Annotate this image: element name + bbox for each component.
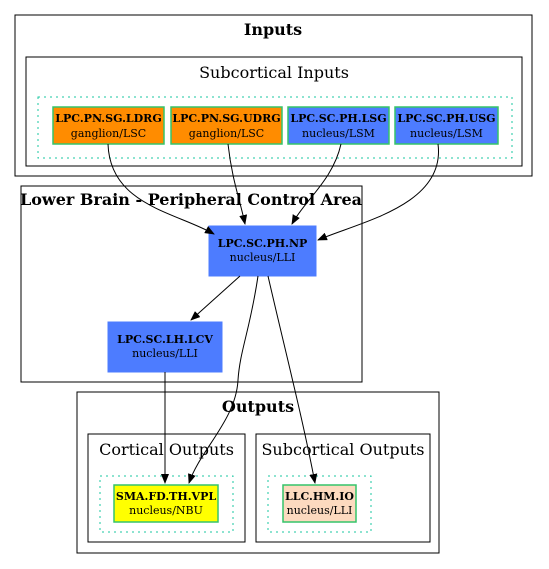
node-lcv[interactable]: LPC.SC.LH.LCV nucleus/LLI xyxy=(107,321,223,373)
dotted-group-subcortical-outputs xyxy=(267,475,372,533)
cluster-subcortical-outputs-label: Subcortical Outputs xyxy=(261,440,424,459)
cluster-cortical-outputs: Cortical Outputs xyxy=(87,433,246,543)
node-np-name: LPC.SC.PH.NP xyxy=(218,237,308,250)
cluster-subcortical-outputs: Subcortical Outputs xyxy=(255,433,431,543)
dotted-group-inputs xyxy=(37,96,513,159)
cluster-subcortical-inputs: Subcortical Inputs xyxy=(25,56,523,167)
node-vpl-type: nucleus/NBU xyxy=(129,504,203,517)
edge-usg-to-np xyxy=(317,143,439,241)
cluster-lower-brain: Lower Brain - Peripheral Control Area xyxy=(20,185,363,383)
node-io-type: nucleus/LLI xyxy=(287,504,353,517)
node-udrg-name: LPC.PN.SG.UDRG xyxy=(172,112,280,125)
node-lsg-name: LPC.SC.PH.LSG xyxy=(290,112,386,125)
node-usg-type: nucleus/LSM xyxy=(410,127,483,140)
node-vpl[interactable]: SMA.FD.TH.VPL nucleus/NBU xyxy=(113,484,219,523)
node-usg-name: LPC.SC.PH.USG xyxy=(397,112,495,125)
cluster-lower-brain-label: Lower Brain - Peripheral Control Area xyxy=(20,190,362,209)
node-ldrg-type: ganglion/LSC xyxy=(71,127,146,140)
edge-np-to-lcv xyxy=(190,275,241,321)
node-lsg[interactable]: LPC.SC.PH.LSG nucleus/LSM xyxy=(287,106,390,145)
node-io-name: LLC.HM.IO xyxy=(285,490,354,503)
node-np[interactable]: LPC.SC.PH.NP nucleus/LLI xyxy=(208,225,317,277)
node-usg[interactable]: LPC.SC.PH.USG nucleus/LSM xyxy=(394,106,499,145)
node-udrg[interactable]: LPC.PN.SG.UDRG ganglion/LSC xyxy=(170,106,283,145)
node-ldrg-name: LPC.PN.SG.LDRG xyxy=(55,112,161,125)
cluster-cortical-outputs-label: Cortical Outputs xyxy=(99,440,234,459)
edge-ldrg-to-np xyxy=(107,143,215,235)
cluster-subcortical-inputs-label: Subcortical Inputs xyxy=(199,63,349,82)
edge-np-to-io xyxy=(267,275,318,484)
node-udrg-type: ganglion/LSC xyxy=(189,127,264,140)
node-io[interactable]: LLC.HM.IO nucleus/LLI xyxy=(282,484,357,523)
edge-np-to-vpl xyxy=(188,275,259,484)
node-np-type: nucleus/LLI xyxy=(230,251,296,264)
node-vpl-name: SMA.FD.TH.VPL xyxy=(116,490,216,503)
edge-udrg-to-np xyxy=(227,143,248,225)
cluster-inputs-label: Inputs xyxy=(244,20,302,39)
cluster-outputs-label: Outputs xyxy=(222,397,294,416)
cluster-inputs: Inputs xyxy=(14,14,533,177)
node-lsg-type: nucleus/LSM xyxy=(302,127,375,140)
node-lcv-type: nucleus/LLI xyxy=(132,347,198,360)
node-ldrg[interactable]: LPC.PN.SG.LDRG ganglion/LSC xyxy=(52,106,165,145)
edge-lsg-to-np xyxy=(291,143,342,225)
cluster-outputs: Outputs xyxy=(76,391,440,554)
edges xyxy=(107,143,439,484)
node-lcv-name: LPC.SC.LH.LCV xyxy=(117,333,213,346)
